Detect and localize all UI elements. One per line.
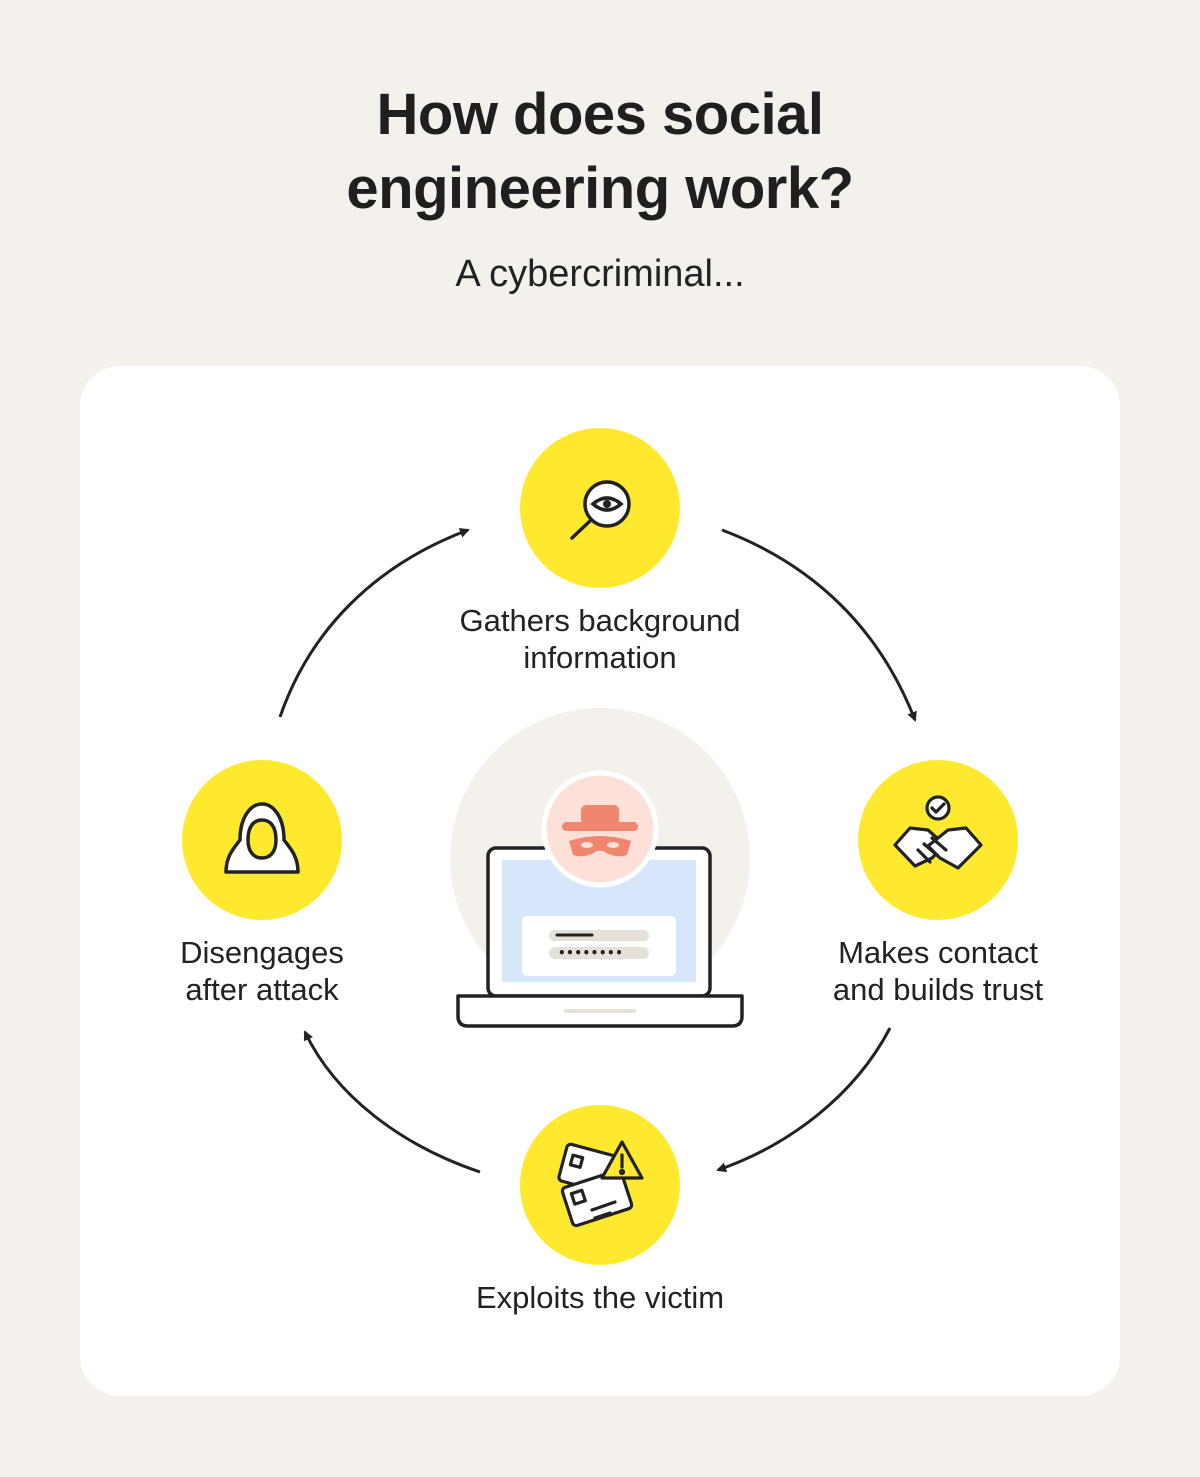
step-node-gather [520, 428, 680, 588]
hacker-avatar [541, 770, 659, 888]
arrow-left-to-top [278, 528, 470, 718]
step-label-exploit: Exploits the victim [475, 1280, 725, 1315]
arrow-top-to-right [721, 528, 917, 722]
id-cards-warning-icon [557, 1140, 644, 1228]
password-mask: •••••••• [558, 946, 623, 960]
step-label-disengage: Disengages after attack [180, 935, 344, 1007]
step-label-gather: Gathers background information [459, 603, 741, 675]
handshake-icon [893, 795, 983, 870]
step-node-exploit [520, 1105, 680, 1265]
title-line-2: engineering work? [346, 156, 854, 221]
subtitle: A cybercriminal... [455, 253, 745, 295]
page-title: How does social engineering work? [0, 78, 1200, 226]
magnifier-eye-icon [570, 480, 631, 540]
hacker-laptop-icon: •••••••• [450, 708, 750, 1028]
title-line-1: How does social [376, 82, 824, 147]
hooded-figure-icon [224, 802, 300, 874]
step-node-trust [858, 760, 1018, 920]
arrow-right-to-bottom [716, 1027, 892, 1173]
step-label-trust: Makes contact and builds trust [832, 935, 1044, 1007]
step-node-disengage [182, 760, 342, 920]
arrow-bottom-to-left [303, 1030, 481, 1174]
